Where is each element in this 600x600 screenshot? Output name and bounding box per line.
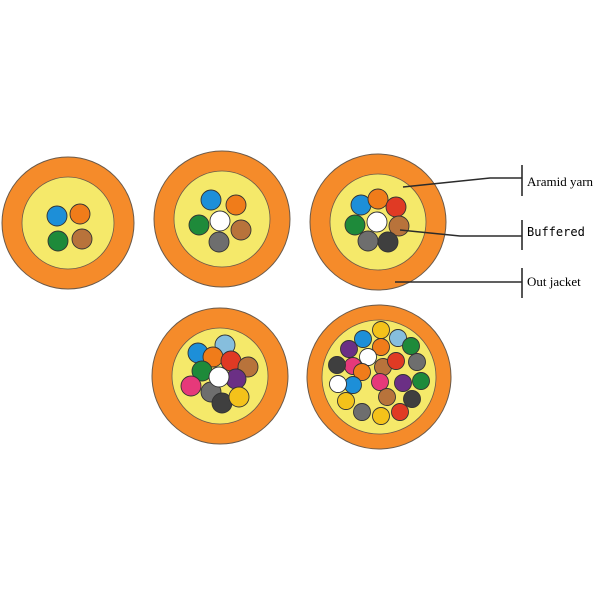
fiber-rose <box>180 375 202 397</box>
fiber-blue <box>354 330 372 348</box>
fiber-black <box>377 231 399 253</box>
out-jacket-label: Out jacket <box>527 274 581 289</box>
fiber-violet <box>394 374 412 392</box>
buffered-label: Buffered <box>527 225 585 239</box>
fiber-blue <box>46 205 68 227</box>
fiber-orange <box>367 188 389 210</box>
fiber-brown <box>71 228 93 250</box>
fiber-blue <box>344 376 362 394</box>
fiber-green <box>402 337 420 355</box>
cable-6-fiber <box>153 150 291 288</box>
fiber-white <box>359 348 377 366</box>
fiber-green <box>47 230 69 252</box>
fiber-black <box>403 390 421 408</box>
fiber-violet <box>340 340 358 358</box>
fiber-green <box>412 372 430 390</box>
fiber-green <box>188 214 210 236</box>
fiber-orange <box>69 203 91 225</box>
fiber-yellow <box>372 407 390 425</box>
aramid-yarn-label: Aramid yarn <box>527 174 594 189</box>
cable-24-fiber <box>306 304 452 450</box>
fiber-brown <box>378 388 396 406</box>
fiber-black <box>328 356 346 374</box>
buffered-leader <box>399 229 522 237</box>
label-leaders <box>395 165 523 298</box>
fiber-orange <box>372 338 390 356</box>
fiber-red <box>391 403 409 421</box>
fiber-yellow <box>337 392 355 410</box>
cable-cross-sections <box>1 150 452 450</box>
cable-4-fiber <box>1 156 135 290</box>
fiber-white <box>366 211 388 233</box>
fiber-aqua <box>389 329 407 347</box>
aramid-yarn-leader <box>402 177 522 188</box>
fiber-white <box>329 375 347 393</box>
fiber-white <box>208 366 230 388</box>
cable-12-fiber <box>151 307 289 445</box>
fiber-orange <box>225 194 247 216</box>
cable-8-fiber <box>309 153 447 291</box>
fiber-red <box>387 352 405 370</box>
fiber-slate <box>353 403 371 421</box>
fiber-blue <box>200 189 222 211</box>
fiber-yellow <box>372 321 390 339</box>
fiber-orange <box>353 363 371 381</box>
fiber-yellow <box>228 386 250 408</box>
fiber-slate <box>208 231 230 253</box>
aramid-yarn <box>21 176 115 270</box>
fiber-green <box>344 214 366 236</box>
fiber-rose <box>371 373 389 391</box>
fiber-white <box>209 210 231 232</box>
fiber-slate <box>357 230 379 252</box>
fiber-red <box>385 196 407 218</box>
fiber-slate <box>408 353 426 371</box>
fiber-brown <box>230 219 252 241</box>
